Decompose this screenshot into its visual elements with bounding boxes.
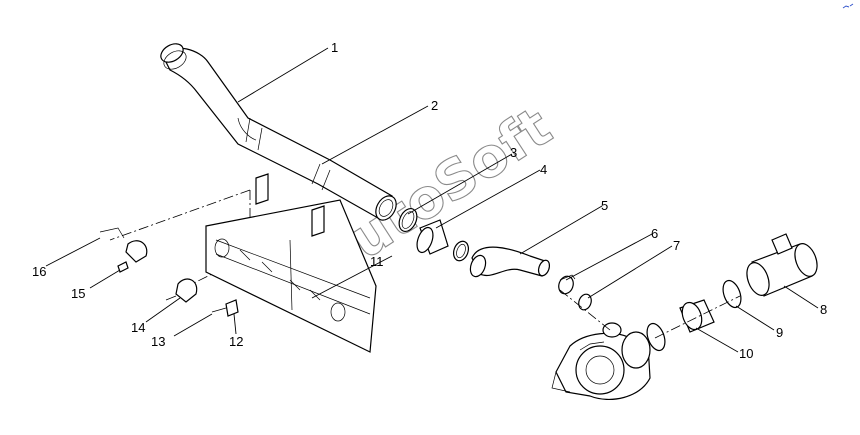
- leader-lines: [45, 47, 819, 353]
- callout-6: 6: [651, 226, 658, 241]
- clamp-part-6: [558, 274, 576, 295]
- callout-16: 16: [32, 264, 46, 279]
- callout-9: 9: [776, 325, 783, 340]
- mounting-bracket: [205, 173, 377, 353]
- callout-11: 11: [370, 254, 384, 269]
- oring-part-9: [722, 279, 742, 309]
- callout-12: 12: [229, 334, 243, 349]
- clamp-part-3: [398, 208, 418, 232]
- callout-7: 7: [673, 238, 680, 253]
- callout-1: 1: [331, 40, 338, 55]
- clamp-part-14: [165, 278, 198, 303]
- callout-2: 2: [431, 98, 438, 113]
- hose-part-4: [416, 219, 470, 262]
- elbow-outlet-part-8: [746, 233, 818, 297]
- oring-part-7: [578, 293, 592, 311]
- pipe-part-1-2: [160, 43, 397, 221]
- callout-4: 4: [540, 162, 547, 177]
- bolt-part-12-13: [211, 299, 239, 317]
- callout-14: 14: [131, 320, 145, 335]
- callout-labels: 1 2 3 4 5 6 7 8 9 10 11 12 13 14 15 16: [32, 40, 827, 361]
- callout-3: 3: [510, 145, 517, 160]
- callout-13: 13: [151, 334, 165, 349]
- callout-10: 10: [739, 346, 753, 361]
- elbow-hose-part-5: [469, 246, 551, 278]
- turbocharger: [551, 322, 651, 400]
- sleeve-part-10: [646, 299, 715, 352]
- callout-15: 15: [71, 286, 85, 301]
- callout-8: 8: [820, 302, 827, 317]
- callout-5: 5: [601, 198, 608, 213]
- clamp-part-16: [99, 227, 148, 263]
- corner-mark: [842, 3, 854, 9]
